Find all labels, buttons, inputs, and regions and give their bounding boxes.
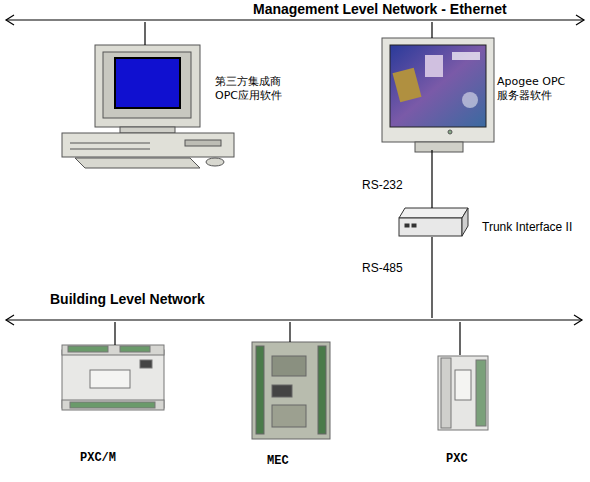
connector-line — [115, 322, 116, 345]
connector-line — [432, 237, 433, 318]
connector-line — [460, 322, 461, 355]
connector-line — [432, 150, 433, 208]
connector-line — [432, 22, 433, 38]
pxcm-controller — [62, 345, 164, 410]
trunk-node: Trunk Interface II — [398, 208, 468, 237]
network-band: Management Level Network - Ethernet — [5, 18, 585, 22]
node-label: 第三方集成商 OPC应用软件 — [215, 75, 295, 103]
pc-computer — [62, 45, 234, 168]
connector-line — [290, 322, 291, 342]
network-line — [6, 315, 582, 325]
trunk-interface-device — [399, 208, 468, 236]
pxc-controller — [438, 356, 488, 430]
connector-line — [145, 22, 146, 45]
mec-controller — [252, 342, 330, 439]
server-monitor — [382, 38, 494, 152]
pc-node: 第三方集成商 OPC应用软件 — [60, 45, 235, 160]
connector-label: RS-485 — [362, 261, 403, 275]
node-label: MEC — [267, 454, 289, 468]
connector-label: RS-232 — [362, 178, 403, 192]
node-label: PXC — [446, 452, 468, 466]
node-label: PXC/M — [80, 451, 116, 465]
controller-node: PXC — [436, 355, 490, 431]
controller-node: MEC — [250, 342, 332, 440]
node-label: Apogee OPC 服务器软件 — [497, 75, 567, 103]
node-label: Trunk Interface II — [482, 220, 572, 234]
node-label: Management Level Network - Ethernet — [253, 1, 507, 17]
node-label: Building Level Network — [50, 291, 205, 307]
server-node: Apogee OPC 服务器软件 — [380, 38, 495, 150]
controller-node: PXC/M — [60, 345, 165, 412]
network-band: Building Level Network — [5, 318, 585, 322]
